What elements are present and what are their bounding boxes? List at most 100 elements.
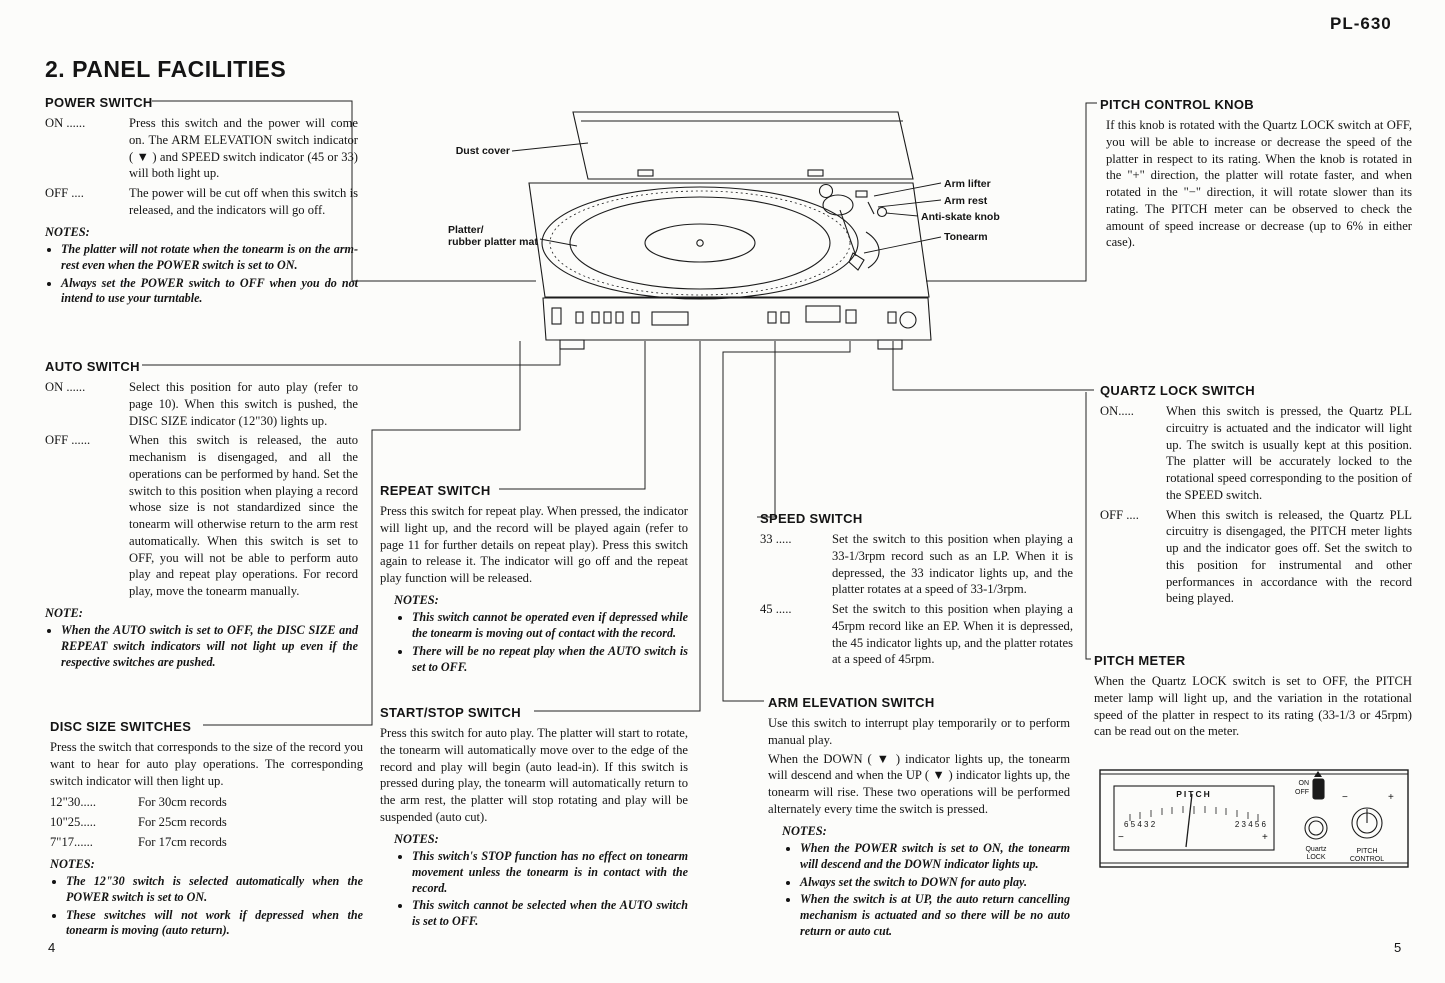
- definition-text: Set the switch to this position when pla…: [832, 532, 1073, 597]
- note-item: When the AUTO switch is set to OFF, the …: [61, 623, 358, 670]
- panel-toggle-off-label: OFF: [1295, 789, 1309, 797]
- definition-entry: 10"25..... For 25cm records: [50, 814, 363, 831]
- definition-text: Set the switch to this position when pla…: [832, 602, 1073, 667]
- notes-label: NOTES:: [782, 823, 827, 838]
- definition-term: 10"25.....: [50, 815, 97, 830]
- notes-label: NOTES:: [394, 831, 439, 846]
- note-item: This switch cannot be operated even if d…: [412, 610, 688, 641]
- section-heading: DISC SIZE SWITCHES: [50, 719, 192, 734]
- section-heading: POWER SWITCH: [45, 95, 153, 110]
- pitch-control-knob-drawing: [1351, 807, 1383, 839]
- definition-text: Select this position for auto play (refe…: [129, 380, 358, 428]
- definition-text: When this switch is pressed, the Quartz …: [1166, 404, 1412, 502]
- tonearm-drawing: [818, 183, 888, 271]
- section-start-stop: START/STOP SWITCH Press this switch for …: [380, 704, 688, 932]
- section-heading: REPEAT SWITCH: [380, 483, 491, 498]
- body-text: Press the switch that corresponds to the…: [50, 740, 363, 788]
- callout-anti-skate: Anti-skate knob: [921, 211, 1000, 223]
- definition-entry: OFF .... The power will be cut off when …: [45, 185, 358, 218]
- panel-pitch-label-line2: CONTROL: [1349, 855, 1385, 863]
- definition-term: 12"30.....: [50, 795, 97, 810]
- notes-label: NOTES:: [394, 592, 439, 607]
- callout-platter: Platter/ rubber platter mat: [448, 224, 540, 248]
- definition-term: 45 .....: [760, 602, 792, 617]
- note-item: When the POWER switch is set to ON, the …: [800, 841, 1070, 872]
- panel-scale-minus: −: [1118, 832, 1124, 843]
- definition-term: OFF ....: [1100, 507, 1139, 522]
- section-quartz-lock: QUARTZ LOCK SWITCH ON..... When this swi…: [1100, 382, 1412, 610]
- body-text: Press this switch for repeat play. When …: [380, 504, 688, 586]
- notes-label: NOTES:: [45, 224, 90, 239]
- panel-knob-plus: +: [1388, 792, 1394, 803]
- note-item: There will be no repeat play when the AU…: [412, 644, 688, 675]
- panel-scale-plus: +: [1262, 832, 1268, 843]
- section-power-switch: POWER SWITCH ON ...... Press this switch…: [45, 94, 358, 309]
- definition-term: ON.....: [1100, 404, 1134, 419]
- turntable-illustration: [511, 111, 942, 350]
- definition-text: For 25cm records: [138, 815, 227, 830]
- section-pitch-control-knob: PITCH CONTROL KNOB If this knob is rotat…: [1100, 96, 1412, 256]
- body-text: When the DOWN ( ▼ ) indicator lights up,…: [768, 751, 1070, 816]
- model-number: PL-630: [1330, 14, 1392, 33]
- section-heading: QUARTZ LOCK SWITCH: [1100, 383, 1255, 398]
- note-item: These switches will not work if depresse…: [66, 908, 363, 939]
- definition-entry: 33 ..... Set the switch to this position…: [760, 531, 1073, 598]
- panel-pitch-control-label: PITCH CONTROL: [1344, 848, 1390, 863]
- definition-entry: 7"17...... For 17cm records: [50, 834, 363, 851]
- note-item: The 12"30 switch is selected automatical…: [66, 874, 363, 905]
- panel-quartz-label-line1: Quartz: [1305, 846, 1327, 853]
- callout-platter-line2: rubber platter mat: [448, 236, 538, 249]
- section-repeat-switch: REPEAT SWITCH Press this switch for repe…: [380, 482, 688, 677]
- callout-leaders: [511, 142, 942, 254]
- definition-entry: 45 ..... Set the switch to this position…: [760, 601, 1073, 668]
- panel-toggle-on-label: ON: [1298, 780, 1310, 787]
- section-heading: AUTO SWITCH: [45, 359, 140, 374]
- callout-dust-cover: Dust cover: [455, 145, 510, 157]
- panel-knob-minus: −: [1342, 792, 1348, 803]
- definition-term: ON ......: [45, 380, 86, 395]
- body-text: When the Quartz LOCK switch is set to OF…: [1094, 674, 1412, 739]
- front-panel-drawing: [542, 297, 932, 350]
- definition-entry: ON ...... Press this switch and the powe…: [45, 115, 358, 182]
- section-arm-elevation: ARM ELEVATION SWITCH Use this switch to …: [768, 694, 1070, 942]
- definition-term: OFF ....: [45, 186, 84, 201]
- callout-platter-line1: Platter/: [448, 224, 484, 236]
- definition-text: Press this switch and the power will com…: [129, 116, 358, 181]
- note-item: The platter will not rotate when the ton…: [61, 242, 358, 273]
- notes-label: NOTE:: [45, 605, 83, 620]
- definition-entry: 12"30..... For 30cm records: [50, 794, 363, 811]
- section-heading: ARM ELEVATION SWITCH: [768, 695, 935, 710]
- section-heading: START/STOP SWITCH: [380, 705, 521, 720]
- section-heading: PITCH METER: [1094, 653, 1186, 668]
- definition-entry: OFF ...... When this switch is released,…: [45, 432, 358, 599]
- definition-text: When this switch is released, the auto m…: [129, 433, 358, 599]
- definition-entry: ON..... When this switch is pressed, the…: [1100, 403, 1412, 503]
- platter-drawing: [541, 186, 859, 300]
- notes-label: NOTES:: [50, 856, 95, 871]
- section-speed-switch: SPEED SWITCH 33 ..... Set the switch to …: [760, 510, 1073, 671]
- panel-meter-label: PITCH: [1176, 789, 1212, 799]
- section-heading: PITCH CONTROL KNOB: [1100, 97, 1254, 112]
- panel-quartz-label-line2: LOCK: [1306, 853, 1326, 861]
- callout-arm-lifter: Arm lifter: [944, 178, 991, 190]
- panel-toggle-labels: ON OFF: [1284, 779, 1309, 797]
- definition-entry: ON ...... Select this position for auto …: [45, 379, 358, 429]
- page-title: 2. PANEL FACILITIES: [45, 56, 287, 82]
- callout-tonearm: Tonearm: [944, 231, 988, 243]
- section-auto-switch: AUTO SWITCH ON ...... Select this positi…: [45, 358, 358, 672]
- note-item: Always set the POWER switch to OFF when …: [61, 276, 358, 307]
- definition-text: For 30cm records: [138, 795, 227, 810]
- panel-pitch-label-line1: PITCH: [1356, 848, 1378, 855]
- definition-text: When this switch is released, the Quartz…: [1166, 507, 1412, 606]
- dust-cover-drawing: [572, 111, 914, 180]
- definition-term: OFF ......: [45, 433, 91, 448]
- quartz-lock-button-drawing: [1304, 816, 1328, 840]
- note-item: This switch's STOP function has no effec…: [412, 849, 688, 896]
- section-disc-size: DISC SIZE SWITCHES Press the switch that…: [50, 718, 363, 941]
- definition-term: 33 .....: [760, 532, 792, 547]
- page-number-left: 4: [48, 940, 56, 955]
- definition-text: For 17cm records: [138, 834, 227, 849]
- page-number-right: 5: [1394, 940, 1402, 955]
- panel-quartz-label: Quartz LOCK: [1296, 846, 1336, 861]
